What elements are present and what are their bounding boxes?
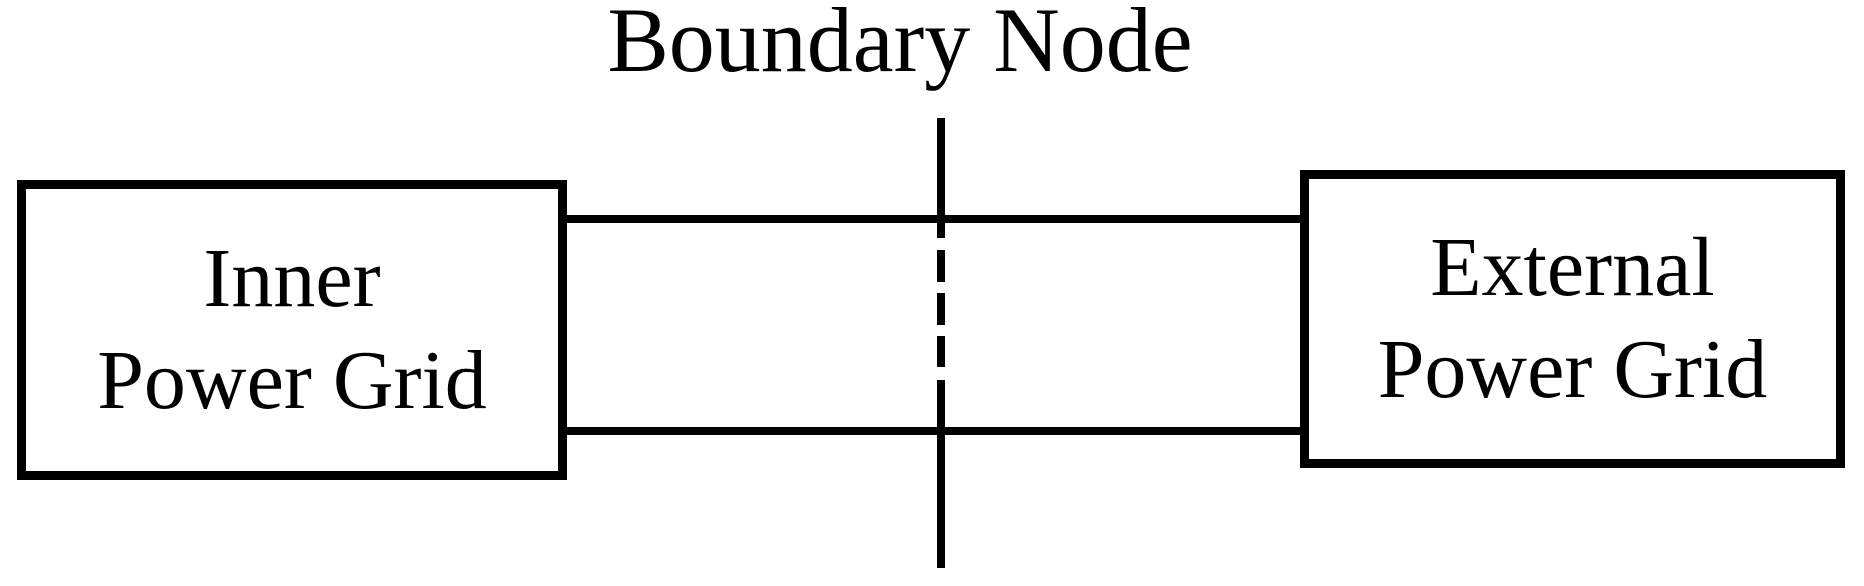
external-power-grid-label-line2: Power Grid: [1377, 323, 1768, 416]
external-power-grid-box: External Power Grid: [1300, 170, 1845, 468]
external-power-grid-label-line1: External: [1430, 221, 1715, 314]
inner-power-grid-label-line1: Inner: [203, 232, 381, 325]
inner-power-grid-box: Inner Power Grid: [17, 180, 567, 480]
boundary-node-label: Boundary Node: [607, 0, 1193, 91]
inner-power-grid-label-line2: Power Grid: [97, 334, 487, 427]
